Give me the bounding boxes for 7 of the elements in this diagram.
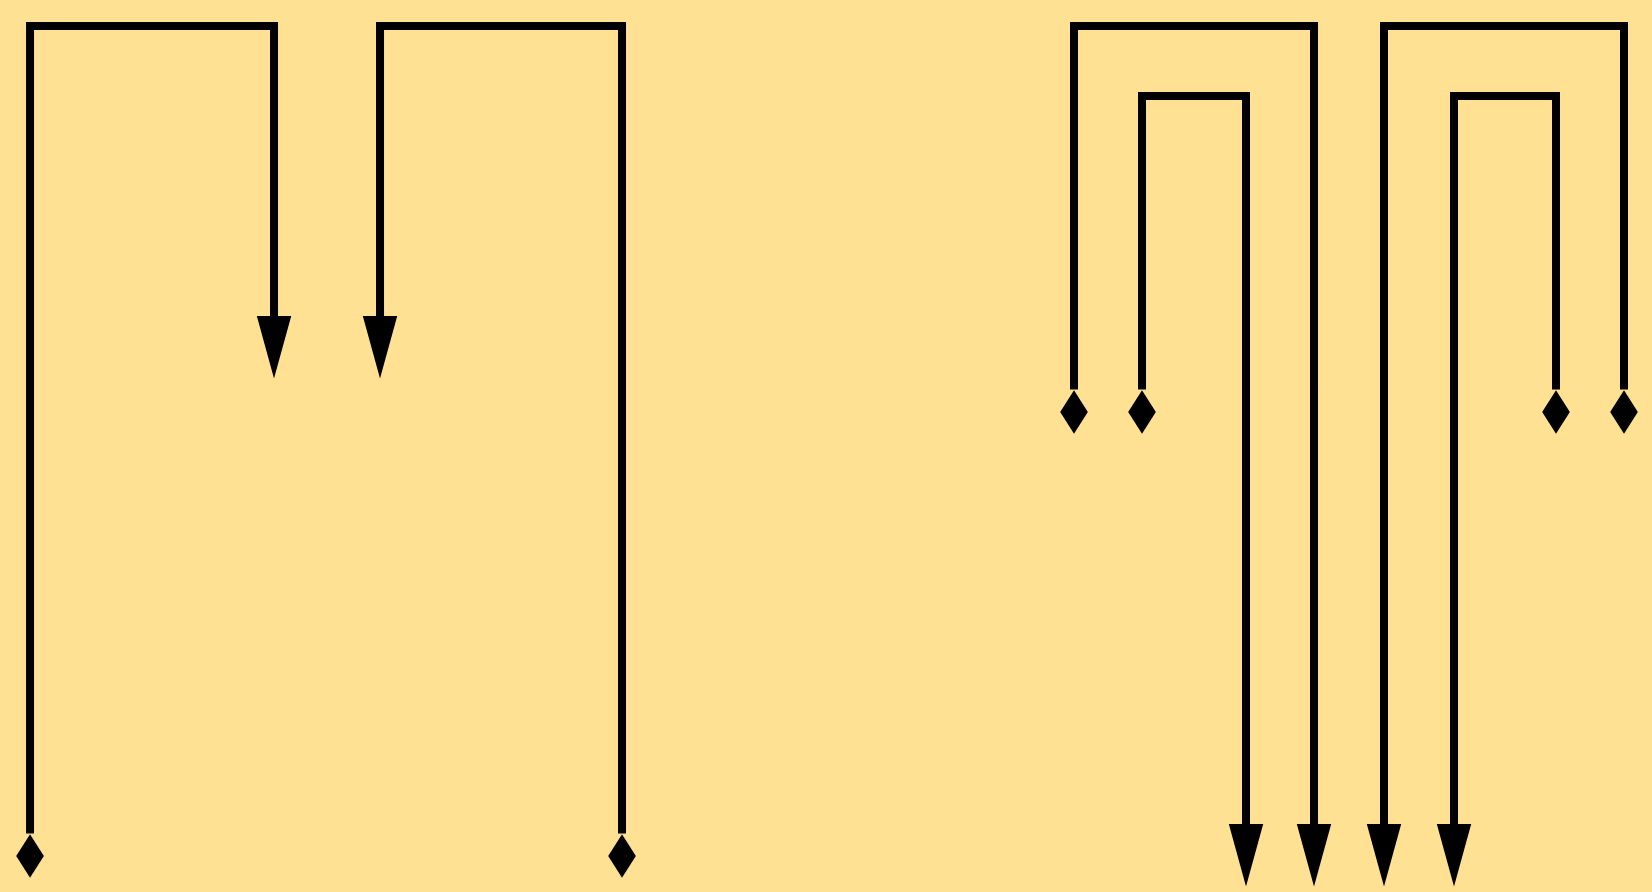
diamond-marker (608, 834, 636, 878)
diamond-marker (1542, 390, 1570, 434)
diamond-marker (1060, 390, 1088, 434)
diamond-marker (1610, 390, 1638, 434)
diamond-marker (16, 834, 44, 878)
arrow (26, 22, 292, 834)
diamond-marker (1128, 390, 1156, 434)
